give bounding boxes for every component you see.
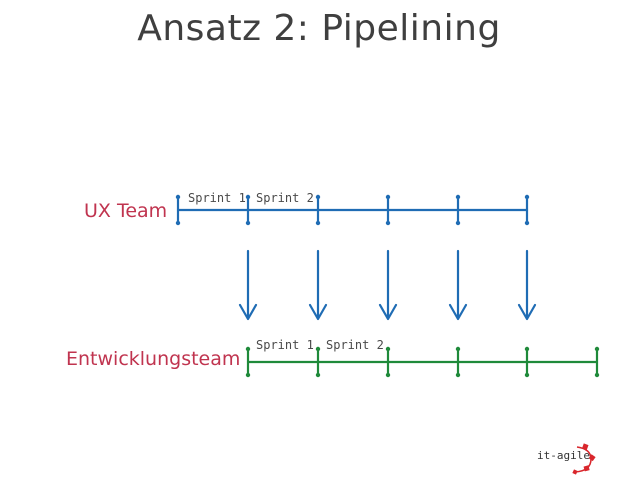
dev-tick-3-top-dot — [385, 346, 391, 352]
dev-sprint-1-label: Sprint 1 — [256, 338, 314, 352]
arrow-down-icon-3 — [378, 303, 398, 321]
arrow-down-icon-2 — [308, 303, 328, 321]
arrow-down-icon-4 — [448, 303, 468, 321]
ux-tick-2-bottom-dot — [245, 220, 251, 226]
ux-tick-5-top-dot — [455, 194, 461, 200]
dev-tick-5-bottom-dot — [524, 372, 530, 378]
dev-tick-3-bottom-dot — [385, 372, 391, 378]
ux-tick-4-top-dot — [385, 194, 391, 200]
ux-tick-1-top-dot — [175, 194, 181, 200]
ux-team-label: UX Team — [84, 200, 168, 222]
dev-sprint-2-label: Sprint 2 — [326, 338, 384, 352]
ux-tick-5-bottom-dot — [455, 220, 461, 226]
ux-sprint-2-label: Sprint 2 — [256, 191, 314, 205]
dev-tick-6-top-dot — [594, 346, 600, 352]
dev-tick-4-bottom-dot — [455, 372, 461, 378]
arrow-down-icon-1 — [238, 303, 258, 321]
ux-tick-2-top-dot — [245, 194, 251, 200]
logo-text: it-agile — [537, 449, 590, 462]
dev-tick-1-top-dot — [245, 346, 251, 352]
arrow-down-icon-5 — [517, 303, 537, 321]
it-agile-logo: it-agile — [533, 441, 597, 475]
logo-swirl-icon — [572, 443, 596, 475]
ux-tick-3-bottom-dot — [315, 220, 321, 226]
dev-tick-6-bottom-dot — [594, 372, 600, 378]
ux-sprint-1-label: Sprint 1 — [188, 191, 246, 205]
ux-tick-6-bottom-dot — [524, 220, 530, 226]
dev-tick-5-top-dot — [524, 346, 530, 352]
slide-title: Ansatz 2: Pipelining — [137, 8, 501, 49]
ux-tick-3-top-dot — [315, 194, 321, 200]
dev-tick-2-bottom-dot — [315, 372, 321, 378]
dev-tick-4-top-dot — [455, 346, 461, 352]
dev-tick-2-top-dot — [315, 346, 321, 352]
dev-tick-1-bottom-dot — [245, 372, 251, 378]
ux-tick-4-bottom-dot — [385, 220, 391, 226]
dev-team-label: Entwicklungsteam — [66, 348, 241, 370]
ux-tick-6-top-dot — [524, 194, 530, 200]
ux-tick-1-bottom-dot — [175, 220, 181, 226]
